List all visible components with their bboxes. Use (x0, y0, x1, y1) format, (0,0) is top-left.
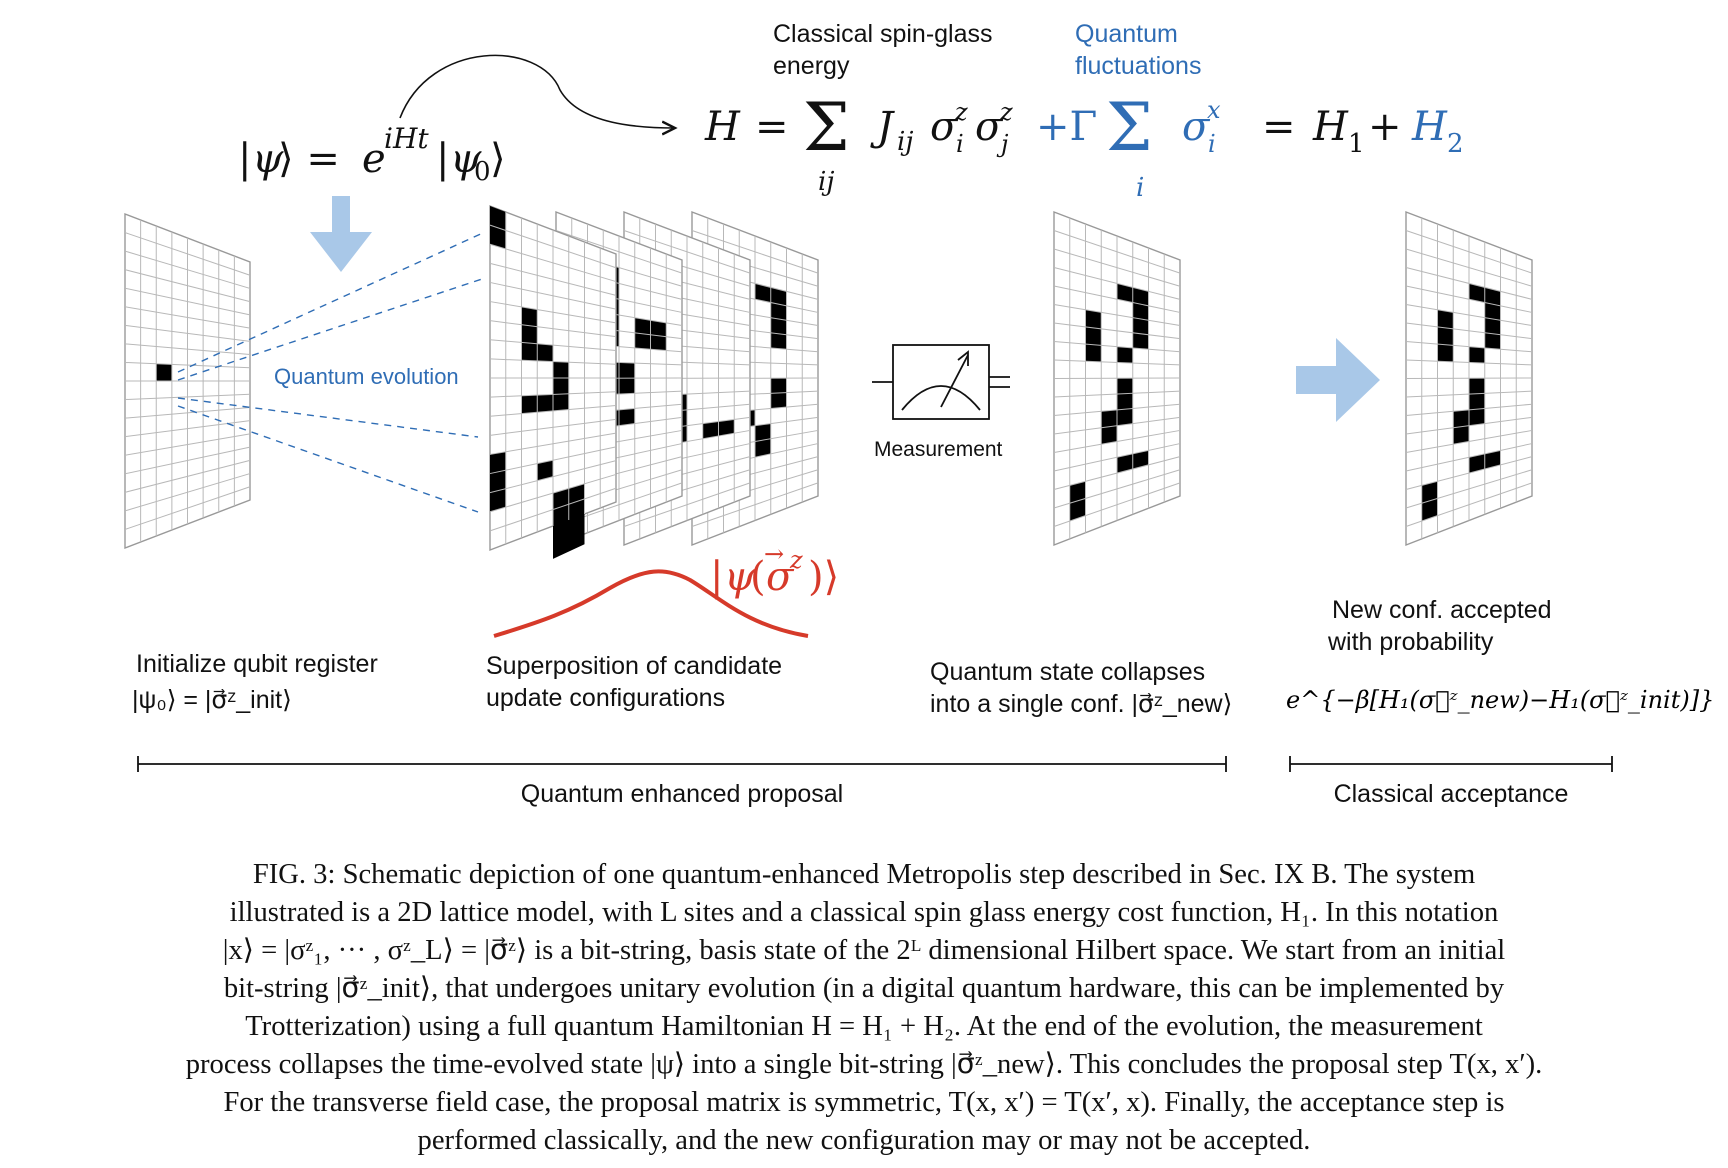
accepted-label-1: New conf. accepted (1332, 596, 1552, 624)
acceptance-bracket (1289, 756, 1613, 772)
svg-text:σ: σ (766, 554, 795, 600)
spin-cell (770, 302, 787, 350)
caption-line: illustrated is a 2D lattice model, with … (230, 897, 1499, 928)
collapsed-lattice (1053, 210, 1181, 547)
caption-line: FIG. 3: Schematic depiction of one quant… (253, 859, 1475, 890)
svg-text:ψ: ψ (450, 136, 482, 182)
classical-energy-label-1: Classical spin-glass (773, 20, 993, 48)
svg-text:x: x (1207, 96, 1221, 124)
acceptance-formula: e^{−β[H₁(σ⃗ᶻ_new)−H₁(σ⃗ᶻ_init)]} (1286, 686, 1714, 714)
svg-text:z: z (789, 546, 803, 574)
wavefunction-curve (493, 569, 809, 638)
spin-cell (156, 363, 172, 381)
lattice-panels (124, 204, 1533, 559)
svg-text:0: 0 (474, 157, 491, 187)
caption-line: process collapses the time-evolved state… (186, 1049, 1543, 1080)
caption-line: performed classically, and the new confi… (418, 1125, 1311, 1156)
spin-cell (1085, 309, 1102, 362)
svg-text:ij: ij (818, 167, 834, 197)
caption-line: |x⟩ = |σᶻ₁, ··· , σᶻ_L⟩ = |σ⃗ᶻ⟩ is a bit… (223, 935, 1505, 966)
svg-text:i: i (1208, 130, 1216, 158)
svg-text:=: = (755, 104, 789, 150)
superposition-label-2: update configurations (486, 684, 725, 712)
spin-cell (553, 361, 569, 411)
spin-cell (1437, 309, 1454, 362)
svg-text:1: 1 (1348, 129, 1365, 159)
svg-text:H: H (1312, 104, 1349, 150)
svg-text:i: i (956, 130, 964, 158)
svg-text:i: i (1136, 173, 1144, 203)
evolution-dashed-lines (177, 231, 486, 513)
quantum-evolution-label: Quantum evolution (274, 364, 459, 389)
svg-text:ψ: ψ (252, 136, 284, 182)
caption-line: Trotterization) using a full quantum Ham… (245, 1011, 1483, 1042)
quantum-fluct-label-1: Quantum (1075, 20, 1178, 48)
caption-line: bit-string |σ⃗ᶻ_init⟩, that undergoes un… (224, 973, 1505, 1004)
spin-cell (1469, 346, 1485, 364)
superposition-label-1: Superposition of candidate (486, 652, 782, 680)
quantum-proposal-label: Quantum enhanced proposal (521, 780, 843, 808)
init-register-label: Initialize qubit register (136, 650, 378, 678)
svg-text:→: → (764, 540, 784, 568)
evolution-curve-arrow (399, 54, 675, 128)
svg-text:|: | (238, 136, 251, 182)
figure-caption: FIG. 3: Schematic depiction of one quant… (186, 859, 1543, 1156)
spin-cell (1484, 302, 1501, 350)
psi-evolution-equation: | ψ ⟩ = e iHt | ψ 0 ⟩ (238, 122, 506, 187)
svg-text:+: + (1368, 104, 1402, 150)
spin-cell (553, 483, 585, 559)
quantum-fluct-label-2: fluctuations (1075, 52, 1201, 80)
svg-text:e: e (362, 136, 386, 182)
svg-text:Σ: Σ (1106, 89, 1153, 166)
measurement-device (872, 344, 1010, 420)
spin-cell (537, 460, 553, 481)
down-arrow (310, 196, 372, 272)
initial-lattice (124, 212, 251, 550)
collapse-label-2: into a single conf. |σ⃗ᶻ_new⟩ (930, 690, 1232, 718)
superposition-lattice-4 (489, 204, 617, 559)
svg-text:J: J (870, 104, 895, 150)
svg-text:σ: σ (1182, 104, 1211, 150)
spin-cell (1469, 378, 1485, 426)
accepted-lattice (1405, 210, 1533, 547)
classical-acceptance-label: Classical acceptance (1334, 780, 1569, 808)
svg-text:+Γ: +Γ (1036, 104, 1097, 150)
hamiltonian-equation: H = Σ ij J ij σ z i σ z j +Γ Σ i σ x i =… (704, 89, 1464, 203)
spin-cell (1132, 302, 1149, 350)
spin-cell (1117, 346, 1133, 364)
svg-text:⟩: ⟩ (490, 136, 506, 182)
svg-text:(: ( (750, 554, 766, 600)
svg-text:ψ: ψ (724, 554, 756, 600)
svg-text:H: H (704, 104, 741, 150)
caption-line: For the transverse field case, the propo… (223, 1087, 1504, 1118)
spin-cell (1117, 378, 1133, 426)
svg-text:σ: σ (930, 104, 959, 150)
svg-text:z: z (954, 98, 968, 126)
psi-sigma-label: | ψ ( σ → z )⟩ (710, 540, 839, 600)
svg-text:z: z (999, 98, 1013, 126)
measurement-label: Measurement (874, 438, 1003, 461)
svg-text:)⟩: )⟩ (808, 554, 839, 600)
proposal-bracket (137, 756, 1227, 772)
svg-text:=: = (1262, 104, 1296, 150)
collapse-label-1: Quantum state collapses (930, 658, 1205, 686)
right-arrow (1296, 338, 1380, 422)
svg-text:|: | (436, 136, 449, 182)
svg-text:⟩ =: ⟩ = (278, 136, 340, 182)
spin-cell (490, 451, 506, 512)
svg-text:2: 2 (1447, 129, 1464, 159)
svg-text:σ: σ (975, 104, 1004, 150)
svg-text:Σ: Σ (803, 89, 850, 166)
svg-text:|: | (710, 554, 723, 600)
accepted-label-2: with probability (1327, 628, 1494, 656)
svg-text:iHt: iHt (384, 122, 429, 155)
init-register-formula: |ψ₀⟩ = |σ⃗ᶻ_init⟩ (132, 686, 292, 714)
svg-text:H: H (1411, 104, 1448, 150)
svg-text:ij: ij (897, 127, 913, 157)
classical-energy-label-2: energy (773, 52, 850, 80)
